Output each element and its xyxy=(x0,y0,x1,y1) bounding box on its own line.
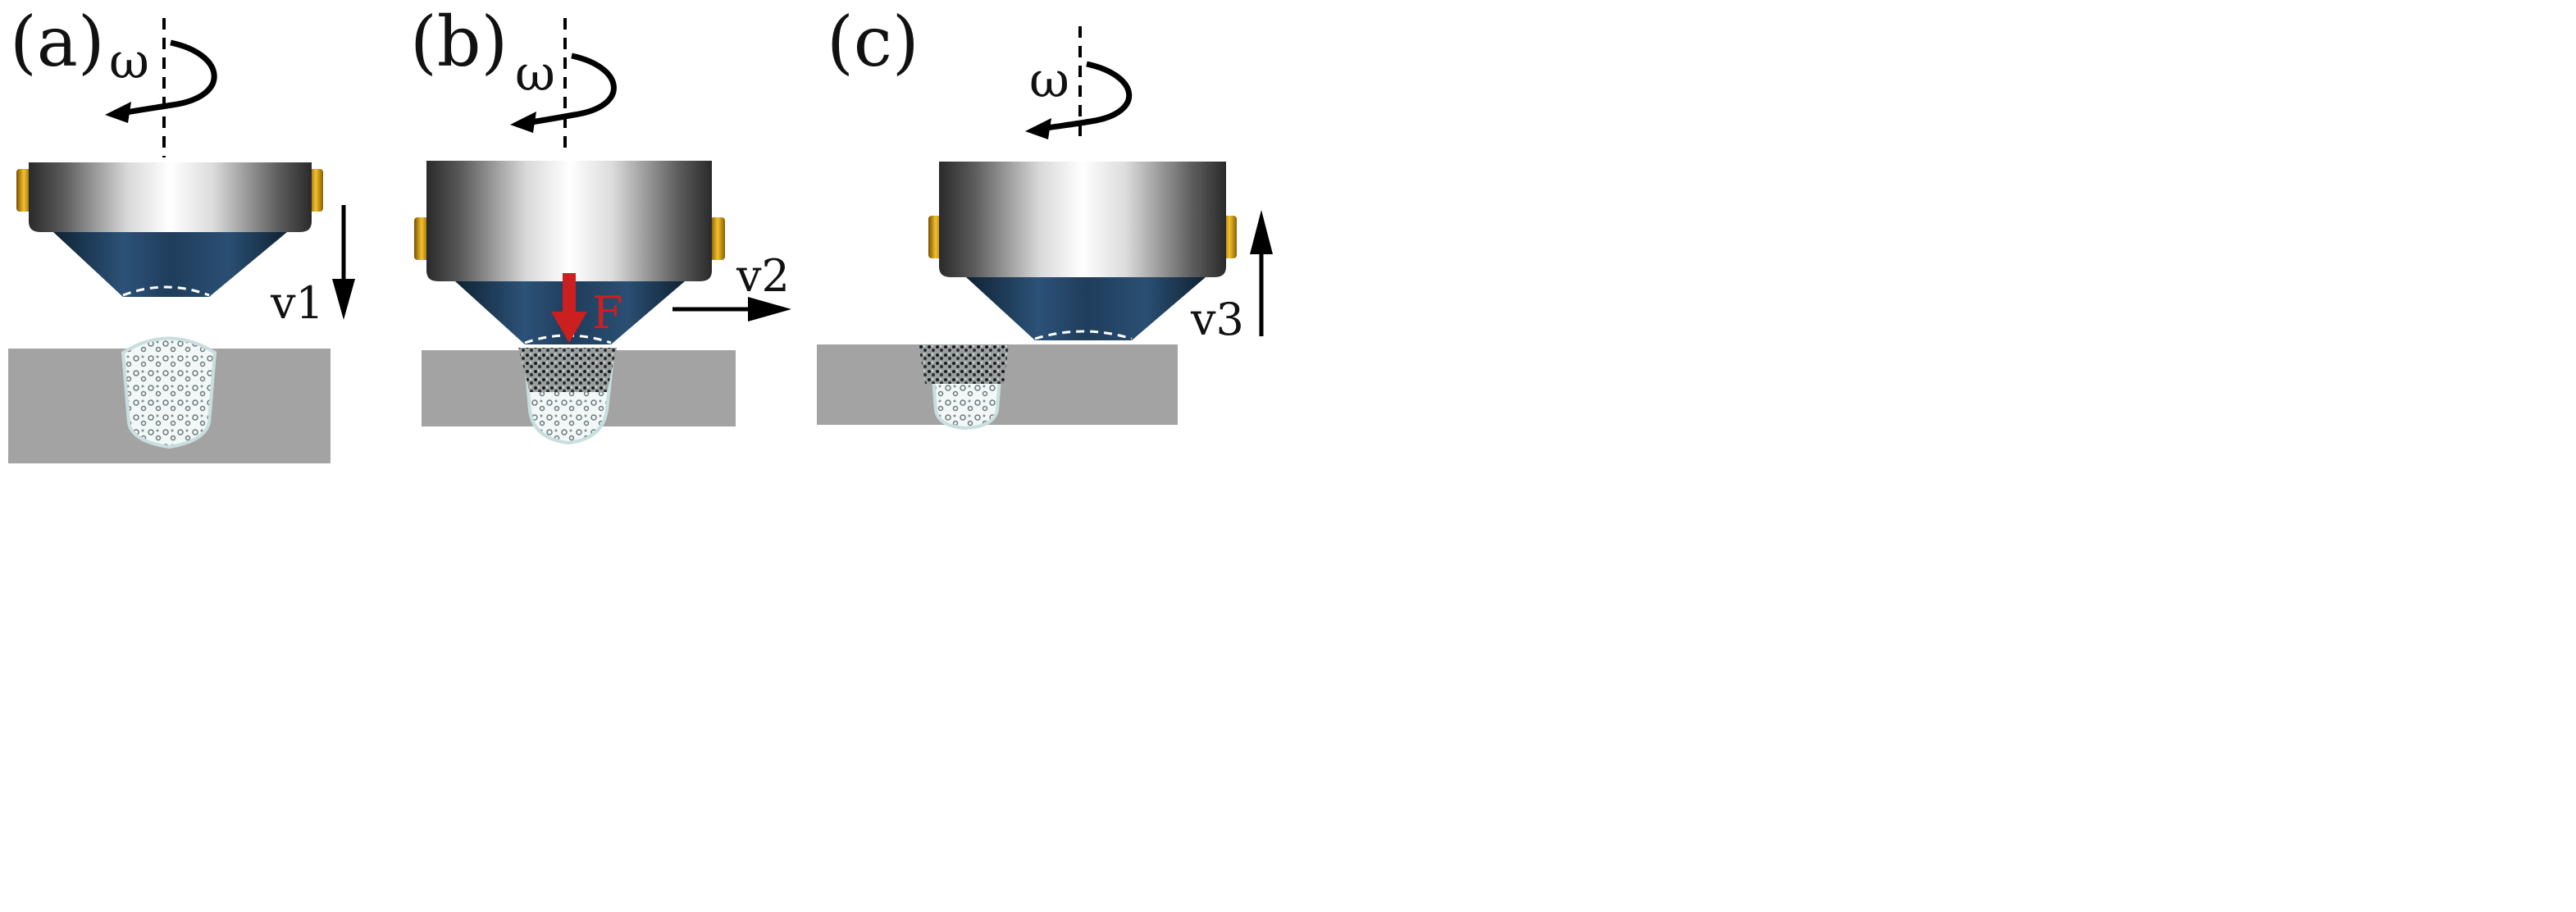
rotation-arrow-icon xyxy=(526,52,617,126)
rotation-arrowhead-icon xyxy=(510,112,536,133)
force-label: F xyxy=(592,287,622,339)
panel-c: (c) ω v3 xyxy=(817,2,1273,431)
rotation-arrow-icon xyxy=(1041,61,1133,132)
tool xyxy=(928,162,1237,340)
velocity-arrow-icon xyxy=(1250,210,1273,254)
tool-pin-left xyxy=(414,217,429,260)
tool-cone xyxy=(966,277,1206,340)
tool-tip-outline xyxy=(122,285,210,297)
tool-pin-left xyxy=(16,169,31,212)
rotation-arrowhead-icon xyxy=(1025,118,1051,139)
tool-shoulder xyxy=(426,161,712,281)
velocity-arrow-icon xyxy=(748,297,791,321)
velocity-label: v1 xyxy=(270,277,324,329)
tool xyxy=(16,162,323,297)
velocity-label: v2 xyxy=(736,250,790,302)
tool-shoulder xyxy=(939,162,1226,277)
panel-a: (a) ω v1 xyxy=(8,2,355,463)
stir-zone-dense xyxy=(919,344,1009,384)
tool-cone xyxy=(53,232,287,297)
rotation-label: ω xyxy=(109,33,149,90)
tool-pin-right xyxy=(710,217,725,260)
rotation-arrow-icon xyxy=(121,39,217,116)
rotation-label: ω xyxy=(515,45,555,103)
tool-pin-right xyxy=(308,169,323,212)
stir-zone-dense xyxy=(518,348,617,392)
tool xyxy=(414,161,725,344)
rotation-label: ω xyxy=(1029,52,1069,109)
panel-b: (b) ω F v2 xyxy=(410,2,791,445)
tool-shoulder xyxy=(29,162,312,232)
stir-zone xyxy=(121,336,217,449)
velocity-label: v3 xyxy=(1190,294,1244,345)
force-arrow-icon xyxy=(551,273,587,343)
panel-label: (c) xyxy=(827,2,919,82)
tool-tip-outline xyxy=(1034,330,1133,340)
panel-label: (b) xyxy=(410,2,508,82)
velocity-arrow-icon xyxy=(332,279,355,320)
rotation-arrowhead-icon xyxy=(105,102,131,123)
panel-label: (a) xyxy=(10,2,105,82)
